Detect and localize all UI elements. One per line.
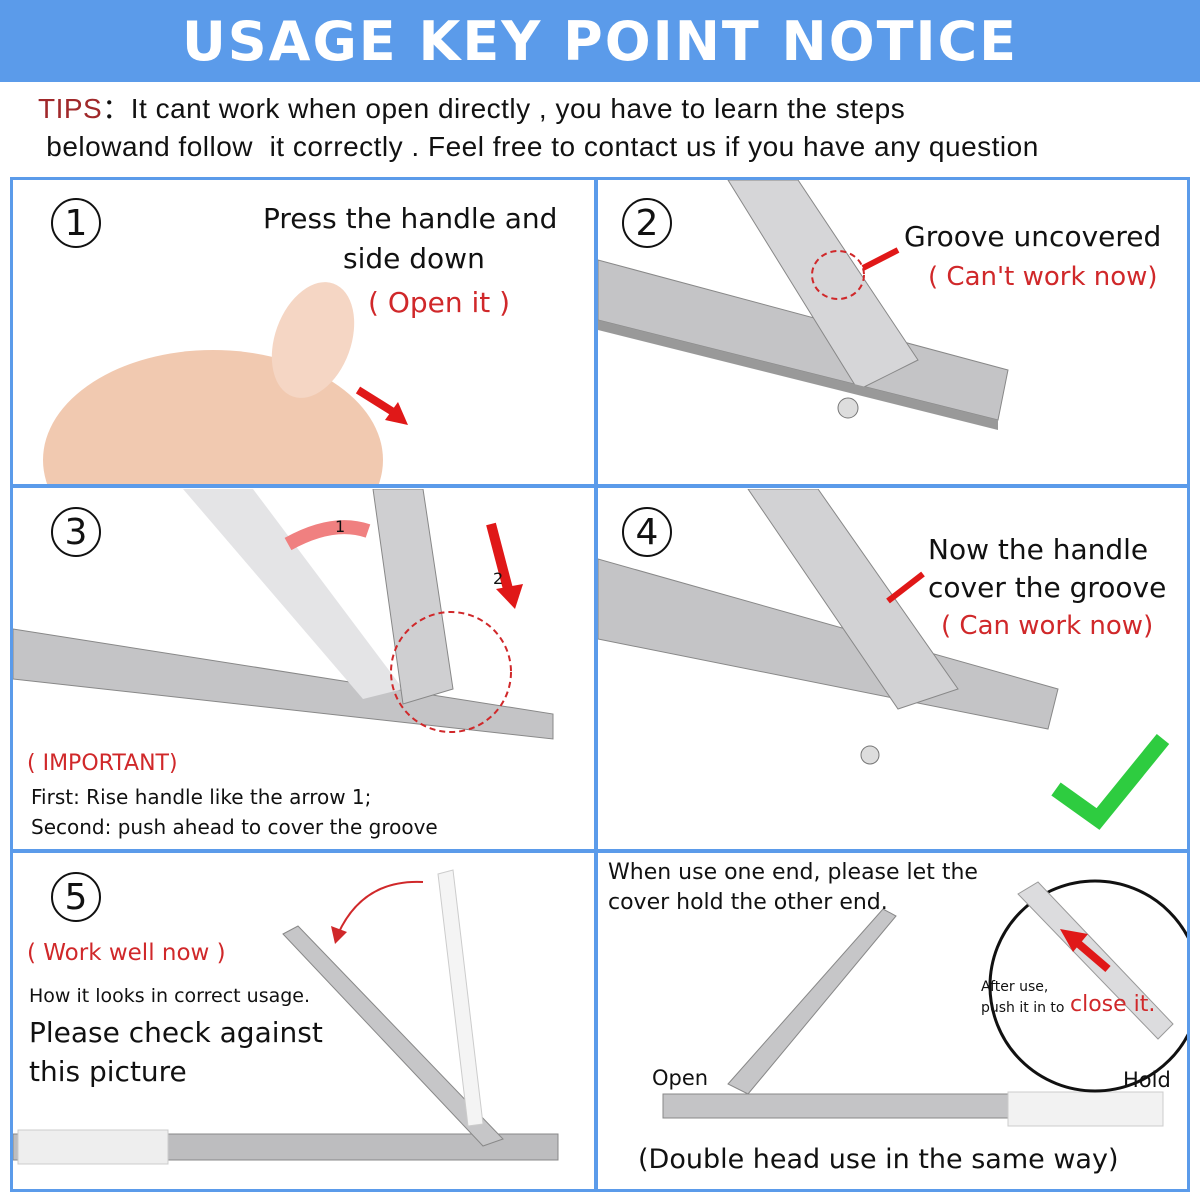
step-4-line2: cover the groove (928, 571, 1167, 604)
arrow-2-label: 2 (493, 569, 504, 588)
step-number-4: 4 (622, 507, 672, 557)
correct-usage-photo (13, 869, 559, 1165)
groove-covered-photo (598, 489, 1170, 830)
grid-divider-row2 (10, 849, 1190, 853)
clipper-open-photo (43, 282, 408, 484)
double-head-line2: cover hold the other end. (608, 890, 888, 915)
inset-close-it: close it. (1070, 992, 1156, 1017)
step-4-panel: 4 Now the handle cover the groove ( Can … (598, 489, 1187, 849)
step-number-1: 1 (51, 198, 101, 248)
check-icon (1051, 733, 1170, 830)
double-head-photo (662, 879, 1187, 1127)
step-4-line1: Now the handle (928, 533, 1149, 566)
arrow-1-label: 1 (335, 517, 346, 536)
step-number-2: 2 (622, 198, 672, 248)
open-label: Open (652, 1066, 709, 1090)
page-title: USAGE KEY POINT NOTICE (181, 9, 1019, 73)
step-3-panel: 3 1 2 ( IMPORTANT) First: Rise handle li… (13, 489, 594, 849)
step-5-note: ( Work well now ) (27, 940, 226, 966)
step-number-5: 5 (51, 872, 101, 922)
step-1-note: ( Open it ) (368, 286, 511, 319)
inset-line2: push it in to (981, 1000, 1065, 1016)
step-5-line1: How it looks in correct usage. (29, 985, 311, 1007)
step-5-panel: 5 ( Work well now ) How it looks in corr… (13, 854, 594, 1189)
double-head-panel: When use one end, please let the cover h… (598, 854, 1187, 1189)
grid-divider-row1 (10, 484, 1190, 488)
step-3-line1: First: Rise handle like the arrow 1; (31, 785, 372, 809)
step-2-panel: 2 Groove uncovered ( Can't work now) (598, 180, 1187, 484)
grid-divider-vertical (594, 177, 598, 1192)
groove-uncovered-photo (598, 180, 1009, 430)
step-2-line1: Groove uncovered (904, 220, 1162, 253)
step-5-line3: this picture (29, 1055, 187, 1088)
step-5-line2: Please check against (29, 1016, 323, 1049)
important-label: ( IMPORTANT) (27, 751, 178, 776)
inset-line1: After use, (981, 979, 1049, 995)
double-head-line1: When use one end, please let the (608, 860, 978, 885)
double-head-caption: (Double head use in the same way) (638, 1144, 1119, 1175)
title-banner: USAGE KEY POINT NOTICE (0, 0, 1200, 82)
tips-line2: belowand follow it correctly . Feel free… (46, 131, 1039, 162)
rise-handle-photo (13, 489, 554, 740)
tips-line1: ：It cant work when open directly , you h… (102, 93, 906, 124)
step-1-line1: Press the handle and (263, 202, 558, 235)
hold-label: Hold (1123, 1068, 1171, 1092)
step-number-3: 3 (51, 507, 101, 557)
steps-grid (10, 177, 1190, 1192)
step-2-note: ( Can't work now) (928, 262, 1158, 292)
step-1-line2: side down (343, 242, 485, 275)
step-1-panel: 1 Press the handle and side down ( Open … (13, 180, 594, 484)
tips-label: TIPS (38, 93, 103, 124)
step-3-line2: Second: push ahead to cover the groove (31, 815, 438, 839)
step-4-note: ( Can work now) (941, 611, 1154, 641)
tips-text: TIPS：It cant work when open directly , y… (38, 90, 1039, 166)
